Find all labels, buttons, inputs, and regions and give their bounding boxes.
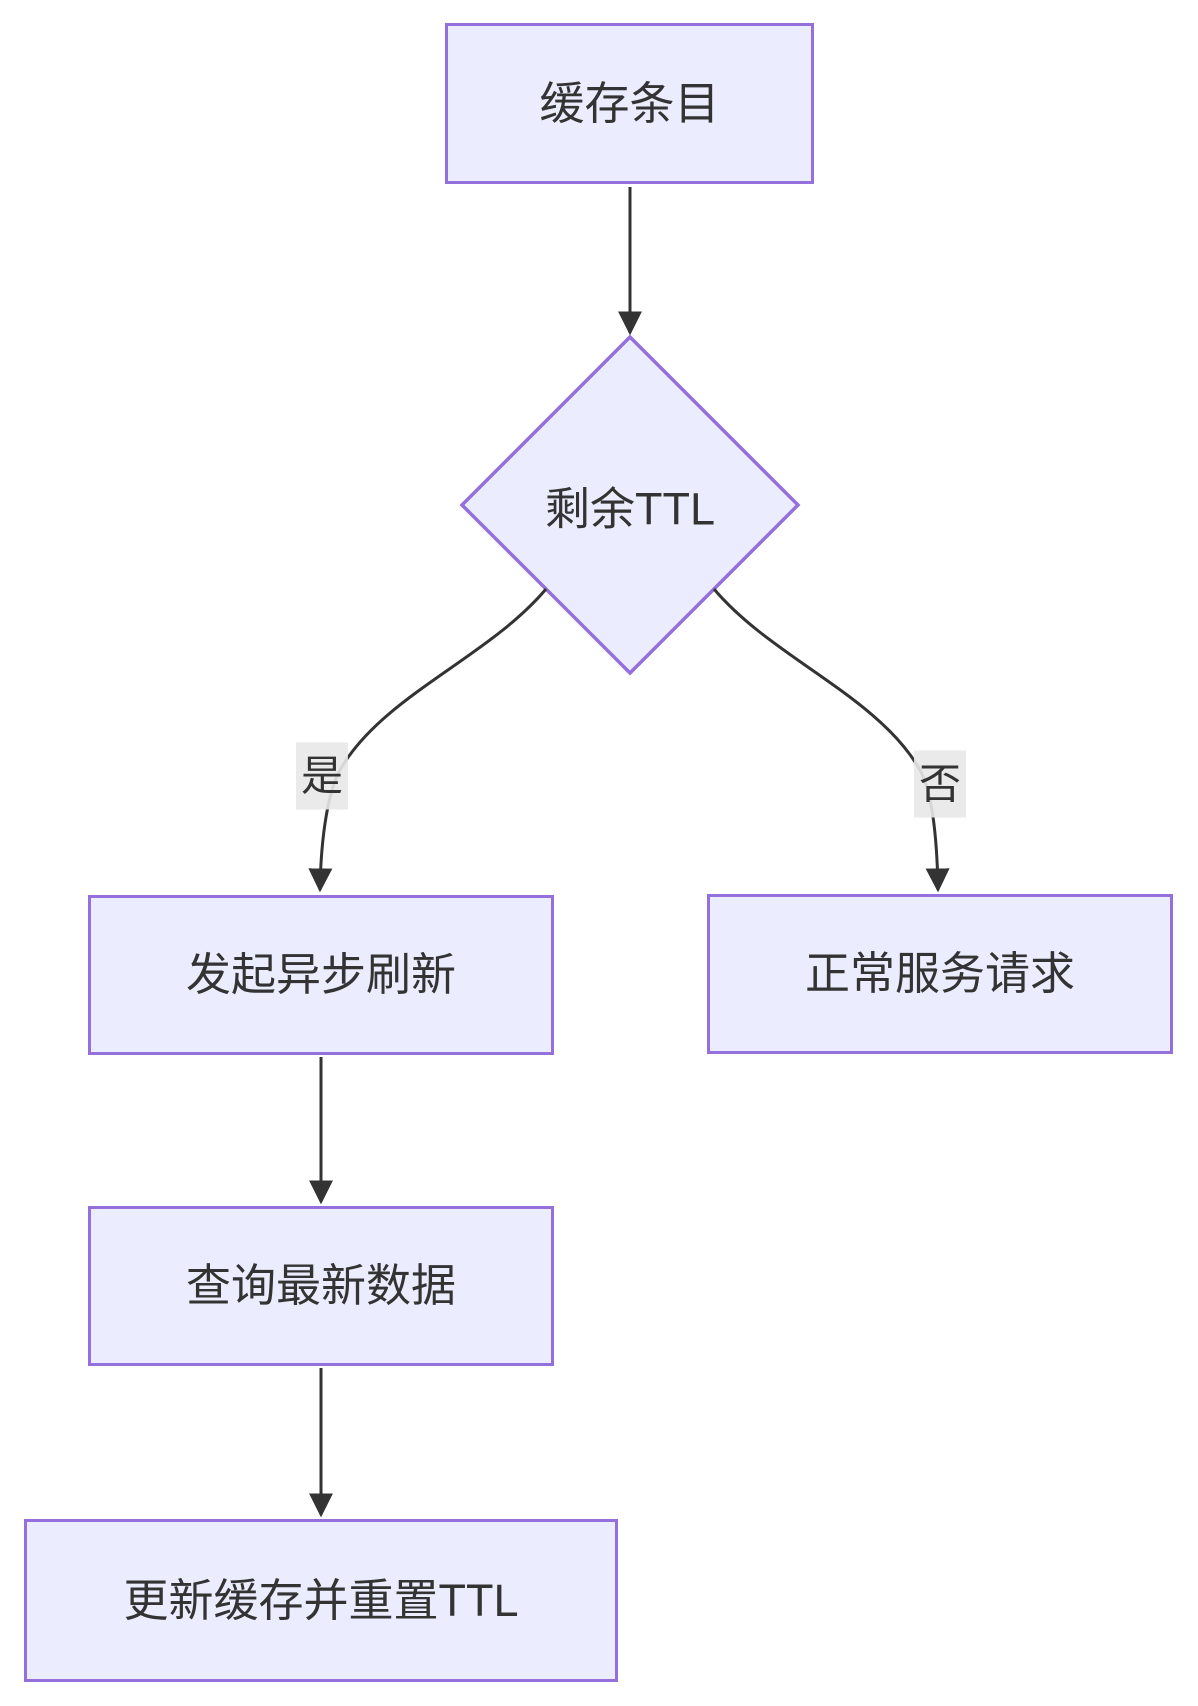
node-cache-entry-label: 缓存条目: [539, 77, 720, 129]
edge-remaining-ttl-to-async-refresh: [308, 588, 548, 893]
node-normal-request: 正常服务请求: [707, 894, 1173, 1054]
node-cache-entry: 缓存条目: [445, 23, 814, 184]
node-query-latest-label: 查询最新数据: [185, 1260, 456, 1311]
node-remaining-ttl-label: 剩余TTL: [544, 483, 716, 535]
node-async-refresh: 发起异步刷新: [88, 895, 554, 1055]
edge-label-yes: 是: [295, 742, 349, 810]
node-normal-request-label: 正常服务请求: [804, 948, 1075, 999]
node-async-refresh-label: 发起异步刷新: [185, 949, 456, 1000]
node-query-latest: 查询最新数据: [88, 1206, 554, 1366]
node-update-cache: 更新缓存并重置TTL: [24, 1519, 618, 1682]
node-update-cache-label: 更新缓存并重置TTL: [123, 1574, 519, 1626]
edge-remaining-ttl-to-normal-request: [712, 588, 950, 893]
edge-label-no: 否: [913, 750, 967, 818]
